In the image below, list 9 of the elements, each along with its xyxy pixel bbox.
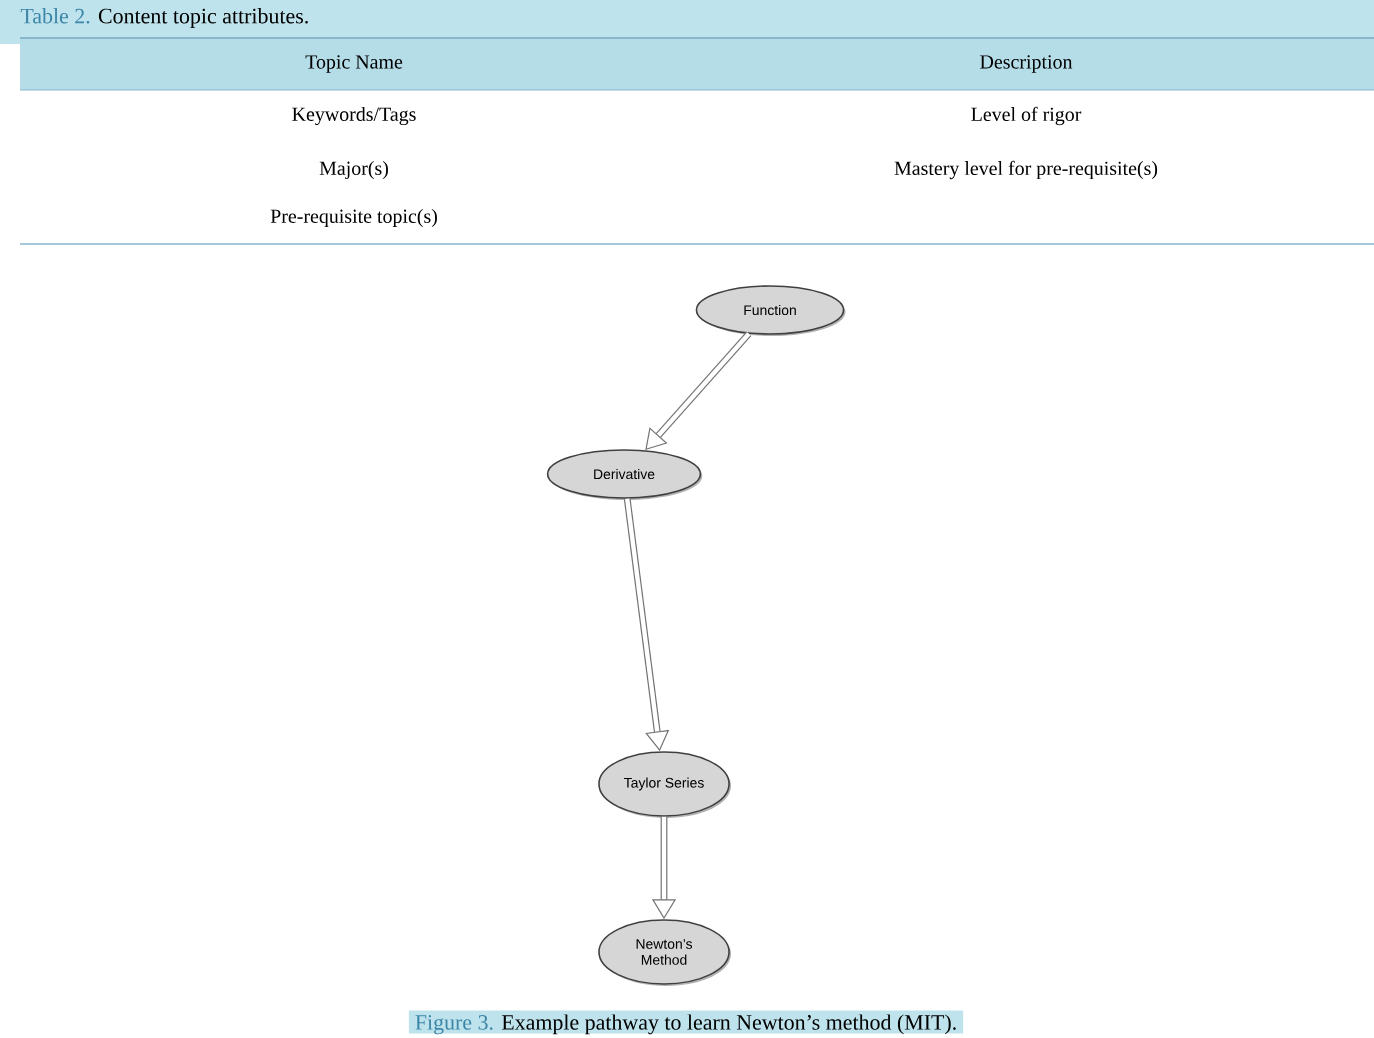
header-cell: Description	[980, 55, 1073, 73]
table-cell: Keywords/Tags	[292, 106, 416, 126]
table-cell: Pre-requisite topic(s)	[270, 208, 437, 228]
table-cell: Major(s)	[319, 160, 388, 180]
table-caption: Table 2. Content topic attributes.	[20, 8, 308, 28]
table-cell: Mastery level for pre-requisite(s)	[894, 160, 1158, 180]
figure-caption: Figure 3. Example pathway to learn Newton’s method (MIT).	[408, 1010, 964, 1035]
header-cell: Topic Name	[305, 55, 403, 73]
table-cell: Level of rigor	[971, 106, 1082, 126]
